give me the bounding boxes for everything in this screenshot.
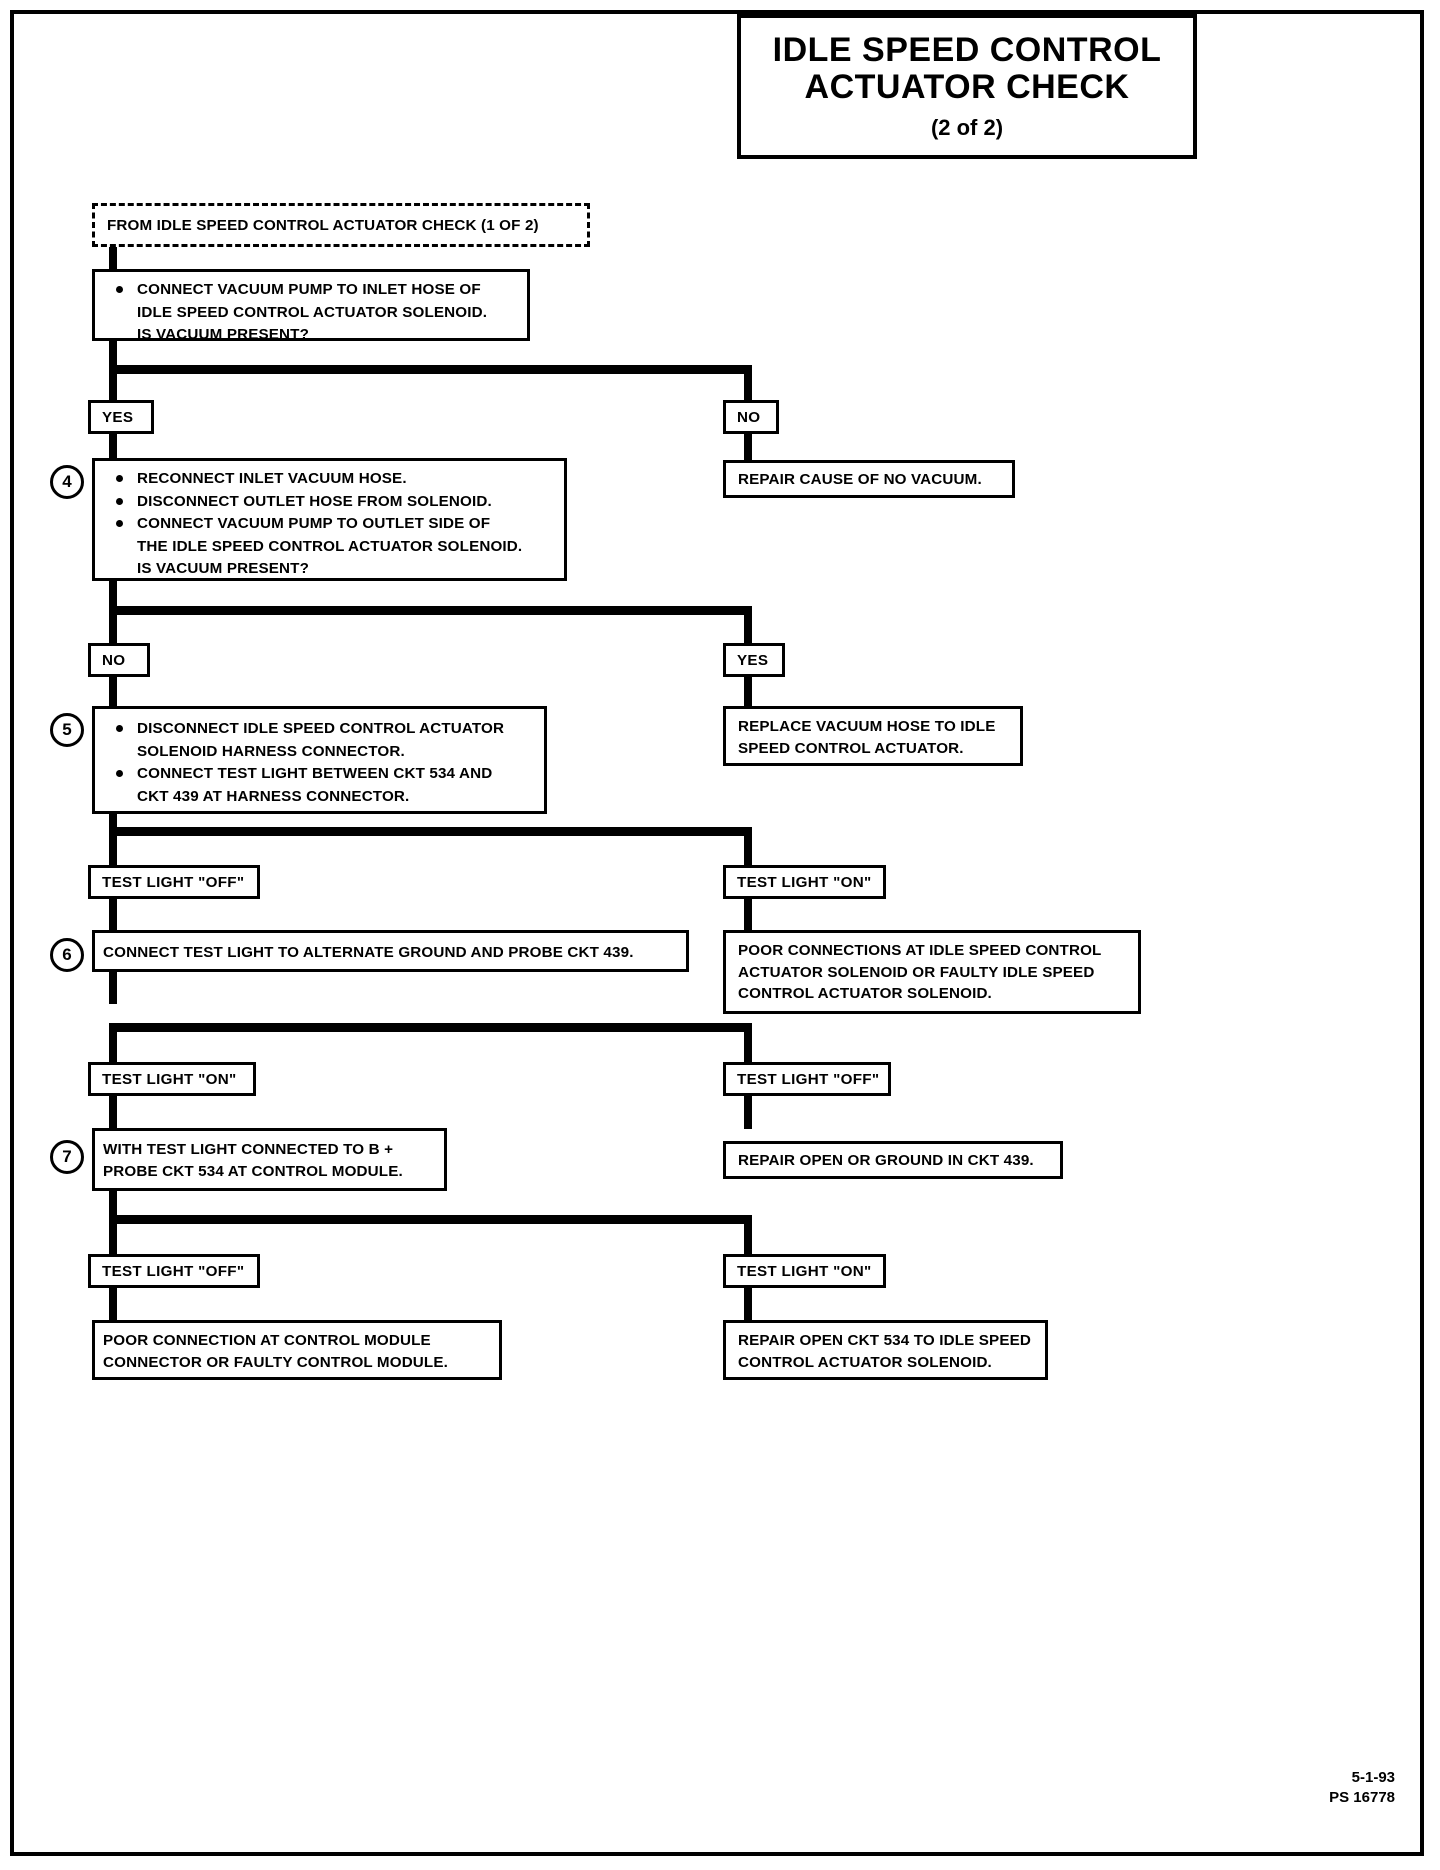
outcome-replace-hose-line-2: SPEED CONTROL ACTUATOR. (738, 739, 964, 757)
connector-off1-to-step6 (109, 899, 117, 931)
connector-step6-on-drop (109, 1023, 117, 1065)
connector-step3-down (109, 341, 117, 370)
branch-label-test-light-on-1: TEST LIGHT "ON" (723, 865, 886, 899)
outcome-open-534-line-1: REPAIR OPEN CKT 534 TO IDLE SPEED (738, 1332, 1032, 1349)
step5-bullet-1: DISCONNECT IDLE SPEED CONTROL ACTUATOR (107, 718, 534, 740)
step3-line-2: IDLE SPEED CONTROL ACTUATOR SOLENOID. (137, 303, 488, 321)
outcome-repair-no-vacuum-text: REPAIR CAUSE OF NO VACUUM. (738, 471, 982, 488)
outcome-repair-open-ground-439: REPAIR OPEN OR GROUND IN CKT 439. (723, 1141, 1063, 1179)
step-number-6: 6 (50, 938, 84, 972)
step5-line-4: CKT 439 AT HARNESS CONNECTOR. (137, 787, 410, 805)
page-border (10, 10, 1424, 1856)
footer-code: PS 16778 (1329, 1788, 1395, 1806)
step6-line-1: CONNECT TEST LIGHT TO ALTERNATE GROUND A… (103, 944, 634, 961)
connector-step5-off-drop (109, 827, 117, 868)
branch-label-no-2: NO (88, 643, 150, 677)
step4-bullet-2: DISCONNECT OUTLET HOSE FROM SOLENOID. (107, 491, 554, 513)
entry-label: FROM IDLE SPEED CONTROL ACTUATOR CHECK (… (107, 217, 539, 234)
step-node-4: RECONNECT INLET VACUUM HOSE. DISCONNECT … (92, 458, 567, 581)
outcome-open-534-line-2: CONTROL ACTUATOR SOLENOID. (738, 1353, 992, 1371)
outcome-module-line-1: POOR CONNECTION AT CONTROL MODULE (103, 1332, 431, 1349)
connector-step3-no-drop (744, 365, 752, 403)
step5-line-2: SOLENOID HARNESS CONNECTOR. (137, 742, 405, 760)
step7-line-2: PROBE CKT 534 AT CONTROL MODULE. (103, 1162, 403, 1180)
title-line-1: IDLE SPEED CONTROL (772, 31, 1162, 70)
branch-label-yes-1: YES (88, 400, 154, 434)
step-node-5: DISCONNECT IDLE SPEED CONTROL ACTUATOR S… (92, 706, 547, 814)
footer-date: 5-1-93 (1351, 1768, 1395, 1786)
connector-yes1-to-step4 (109, 434, 117, 460)
step4-line-4: THE IDLE SPEED CONTROL ACTUATOR SOLENOID… (137, 537, 523, 555)
outcome-replace-vacuum-hose: REPLACE VACUUM HOSE TO IDLE SPEED CONTRO… (723, 706, 1023, 766)
connector-step4-yes-drop (744, 606, 752, 646)
step-node-7: WITH TEST LIGHT CONNECTED TO B + PROBE C… (92, 1128, 447, 1191)
branch-label-test-light-off-1: TEST LIGHT "OFF" (88, 865, 260, 899)
step5-bullet-3: CONNECT TEST LIGHT BETWEEN CKT 534 AND (107, 763, 534, 785)
branch-label-test-light-on-3: TEST LIGHT "ON" (723, 1254, 886, 1288)
branch-label-test-light-off-2: TEST LIGHT "OFF" (723, 1062, 891, 1096)
outcome-poor-connection-control-module: POOR CONNECTION AT CONTROL MODULE CONNEC… (92, 1320, 502, 1380)
connector-step6-down (109, 972, 117, 1004)
connector-on1-to-outcome (744, 899, 752, 931)
connector-off2-to-outcome (744, 1096, 752, 1129)
connector-step5-bus (109, 827, 752, 836)
outcome-poor-connections: POOR CONNECTIONS AT IDLE SPEED CONTROL A… (723, 930, 1141, 1014)
connector-no1-to-outcome (744, 434, 752, 460)
title-block: IDLE SPEED CONTROL ACTUATOR CHECK (2 of … (737, 14, 1197, 159)
outcome-poor-conn-line-3: CONTROL ACTUATOR SOLENOID. (738, 985, 992, 1003)
outcome-module-line-2: CONNECTOR OR FAULTY CONTROL MODULE. (103, 1353, 449, 1371)
title-sheet-number: (2 of 2) (930, 114, 1004, 140)
outcome-repair-open-ckt-534: REPAIR OPEN CKT 534 TO IDLE SPEED CONTRO… (723, 1320, 1048, 1380)
connector-step7-off-drop (109, 1215, 117, 1257)
step-number-4: 4 (50, 465, 84, 499)
connector-step7-down (109, 1191, 117, 1223)
outcome-poor-conn-line-1: POOR CONNECTIONS AT IDLE SPEED CONTROL (738, 942, 1102, 959)
connector-step4-no-drop (109, 606, 117, 646)
outcome-replace-hose-line-1: REPLACE VACUUM HOSE TO IDLE (738, 718, 996, 735)
step-node-6: CONNECT TEST LIGHT TO ALTERNATE GROUND A… (92, 930, 689, 972)
branch-label-test-light-off-3: TEST LIGHT "OFF" (88, 1254, 260, 1288)
outcome-repair-no-vacuum: REPAIR CAUSE OF NO VACUUM. (723, 460, 1015, 498)
step3-line-3: IS VACUUM PRESENT? (137, 326, 310, 344)
footer: 5-1-93 PS 16778 (1329, 1768, 1395, 1809)
step7-line-1: WITH TEST LIGHT CONNECTED TO B + (103, 1141, 394, 1158)
connector-step7-bus (109, 1215, 752, 1224)
connector-step5-on-drop (744, 827, 752, 868)
connector-no2-to-step5 (109, 677, 117, 708)
connector-on2-to-step7 (109, 1096, 117, 1129)
connector-on3-to-outcome (744, 1288, 752, 1323)
connector-step4-down (109, 581, 117, 612)
step-number-7: 7 (50, 1140, 84, 1174)
connector-step7-on-drop (744, 1215, 752, 1257)
connector-step6-bus (109, 1023, 752, 1032)
branch-label-test-light-on-2: TEST LIGHT "ON" (88, 1062, 256, 1096)
step4-bullet-3: CONNECT VACUUM PUMP TO OUTLET SIDE OF (107, 513, 554, 535)
entry-node-from-sheet-1: FROM IDLE SPEED CONTROL ACTUATOR CHECK (… (92, 203, 590, 247)
connector-yes2-to-outcome (744, 677, 752, 708)
connector-step3-yes-drop (109, 365, 117, 403)
step-node-3: CONNECT VACUUM PUMP TO INLET HOSE OF IDL… (92, 269, 530, 343)
outcome-open-439-text: REPAIR OPEN OR GROUND IN CKT 439. (738, 1152, 1034, 1169)
title-line-2: ACTUATOR CHECK (804, 68, 1130, 106)
outcome-poor-conn-line-2: ACTUATOR SOLENOID OR FAULTY IDLE SPEED (738, 963, 1095, 981)
step3-bullet-1: CONNECT VACUUM PUMP TO INLET HOSE OF (107, 279, 517, 301)
connector-step3-bus (109, 365, 752, 374)
step4-bullet-1: RECONNECT INLET VACUUM HOSE. (107, 468, 554, 490)
connector-off3-to-outcome (109, 1288, 117, 1323)
connector-step6-off-drop (744, 1023, 752, 1065)
connector-entry-to-step3 (109, 247, 117, 270)
step-number-5: 5 (50, 713, 84, 747)
connector-step4-bus (109, 606, 752, 615)
branch-label-yes-2: YES (723, 643, 785, 677)
branch-label-no-1: NO (723, 400, 779, 434)
step4-line-5: IS VACUUM PRESENT? (137, 560, 310, 578)
